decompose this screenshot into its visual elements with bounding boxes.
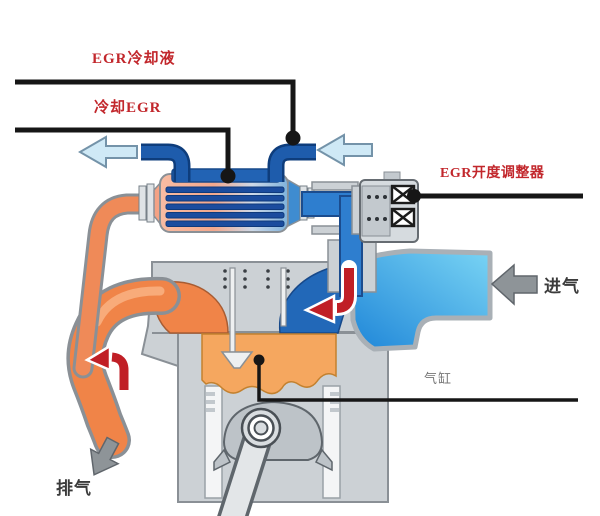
callout-cylinder-line — [257, 362, 578, 402]
egr-actuator — [351, 171, 419, 243]
cooler-inlet-flange — [138, 185, 147, 221]
coolant-out-pipe — [141, 146, 188, 182]
valve-guide-right — [361, 237, 377, 293]
coolant-in-arrow — [315, 133, 373, 167]
actuator-pins — [367, 195, 387, 221]
egr-cooler — [138, 168, 315, 233]
exhaust-side — [66, 193, 181, 476]
head-bolt-dots — [223, 269, 290, 289]
valve-guide-left — [327, 239, 341, 293]
exhaust-valve-head — [220, 351, 254, 369]
intake-label: 进气 — [544, 277, 580, 296]
cylinder-label: 气缸 — [424, 371, 453, 386]
actuator-connector — [361, 185, 391, 237]
intake-duct — [349, 248, 493, 352]
valve-mount-top — [311, 181, 359, 191]
exhaust-flow-arrow — [89, 436, 120, 476]
egr-riser-pipe — [75, 196, 160, 376]
egr-intake-arrow-shaft — [336, 268, 354, 313]
callout-cylinder-dot — [253, 354, 265, 366]
wrist-pin-center — [253, 420, 269, 436]
callouts — [15, 79, 583, 402]
egr-into-intake-arrow — [303, 260, 357, 324]
egr-coolant-label: EGR冷却液 — [92, 51, 176, 67]
cooled-egr-label: 冷却EGR — [94, 100, 162, 116]
exhaust-downpipe-highlight — [92, 286, 165, 327]
piston-ring-grooves — [206, 392, 339, 412]
cylinder-cutaway — [151, 263, 346, 516]
exhaust-valve-stem — [229, 267, 236, 353]
intake-duct-body — [349, 248, 493, 352]
egr-pickup-arrow-head — [84, 343, 112, 372]
cooler-tubes — [165, 186, 285, 227]
callout-cooled-egr-line — [15, 127, 231, 171]
coolant-in-pipe — [270, 146, 316, 182]
callout-egr-coolant-dot — [285, 130, 301, 146]
piston-skirt-left — [213, 448, 232, 472]
intake-flow-arrow — [490, 263, 538, 306]
intake-valve-stem — [280, 267, 287, 327]
exhaust-label: 排气 — [56, 479, 92, 498]
callout-egr-coolant-line — [15, 79, 296, 132]
cylinder-wall-left — [204, 385, 223, 499]
cooler-inlet-flange2 — [146, 183, 155, 223]
piston-skirt-right — [314, 448, 333, 472]
egr-adjuster-label: EGR开度调整器 — [440, 166, 545, 181]
coolant-circuit — [77, 133, 373, 182]
callout-cooled-egr-dot — [220, 168, 236, 184]
egr-intake-arrow-head — [303, 293, 336, 324]
coolant-out-arrow — [77, 135, 138, 169]
egr-pickup-arrow-shaft — [111, 352, 129, 390]
callout-adjuster-dot — [407, 189, 421, 203]
